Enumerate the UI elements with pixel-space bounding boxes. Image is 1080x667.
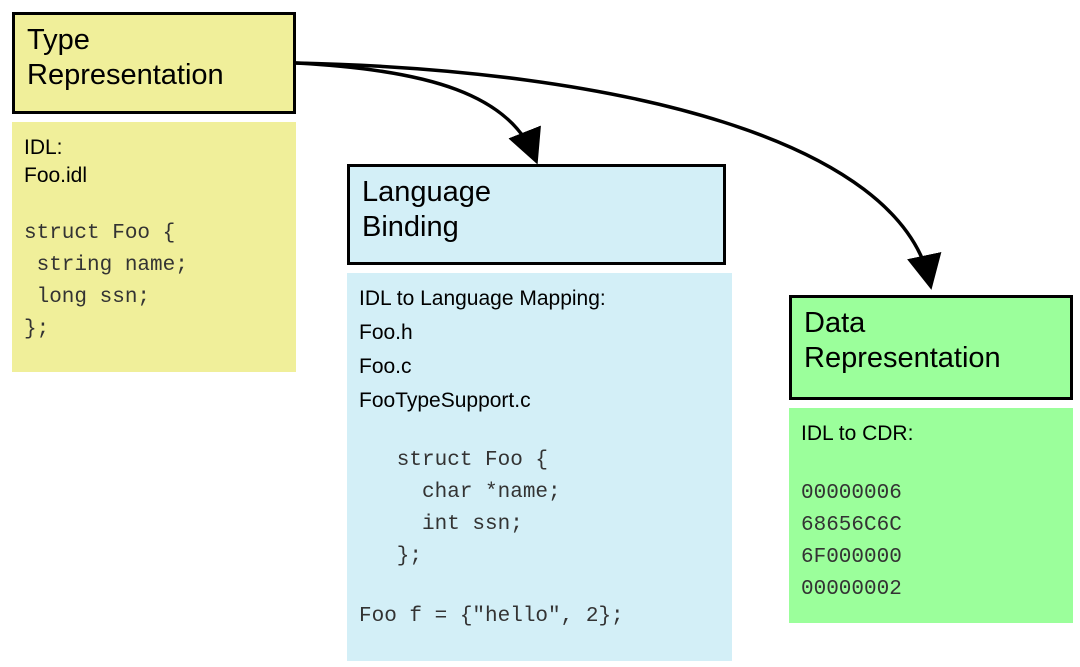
language-binding-panel: IDL to Language Mapping: Foo.h Foo.c Foo… xyxy=(347,273,732,661)
file-foo-c: Foo.c xyxy=(359,355,412,378)
type-representation-title-line-1: Type xyxy=(27,24,90,56)
idl-code-line-4: }; xyxy=(24,318,50,341)
language-binding-title-line-2: Binding xyxy=(362,211,459,243)
data-representation-title-line-2: Representation xyxy=(804,342,1001,374)
type-representation-title-line-2: Representation xyxy=(27,59,224,91)
idl-code-line-3: long ssn; xyxy=(24,286,151,309)
type-representation-header: Type Representation xyxy=(12,12,296,114)
c-init-line: Foo f = {"hello", 2}; xyxy=(359,605,624,628)
language-binding-title-line-1: Language xyxy=(362,176,492,208)
idl-filename: Foo.idl xyxy=(24,164,88,187)
c-code-line-1: struct Foo { xyxy=(359,449,549,472)
idl-label: IDL: xyxy=(24,136,63,159)
type-representation-panel: IDL: Foo.idl struct Foo { string name; l… xyxy=(12,122,296,372)
c-code-line-2: char *name; xyxy=(359,481,561,504)
data-representation-panel: IDL to CDR: 00000006 68656C6C 6F000000 0… xyxy=(789,408,1073,623)
cdr-hex-line-4: 00000002 xyxy=(801,578,902,601)
idl-code-line-2: string name; xyxy=(24,254,188,277)
language-binding-header: Language Binding xyxy=(347,164,726,265)
file-typesupport-c: FooTypeSupport.c xyxy=(359,389,531,412)
cdr-hex-line-2: 68656C6C xyxy=(801,514,902,537)
arrow-to-data-representation xyxy=(295,61,942,290)
data-representation-title-line-1: Data xyxy=(804,307,866,339)
cdr-label: IDL to CDR: xyxy=(801,422,914,445)
idl-code-line-1: struct Foo { xyxy=(24,222,176,245)
arrow-to-language-binding xyxy=(295,61,541,165)
mapping-label: IDL to Language Mapping: xyxy=(359,287,606,310)
cdr-hex-line-1: 00000006 xyxy=(801,482,902,505)
c-code-line-4: }; xyxy=(359,545,423,568)
c-code-line-3: int ssn; xyxy=(359,513,523,536)
file-foo-h: Foo.h xyxy=(359,321,413,344)
cdr-hex-line-3: 6F000000 xyxy=(801,546,902,569)
data-representation-header: Data Representation xyxy=(789,295,1073,400)
